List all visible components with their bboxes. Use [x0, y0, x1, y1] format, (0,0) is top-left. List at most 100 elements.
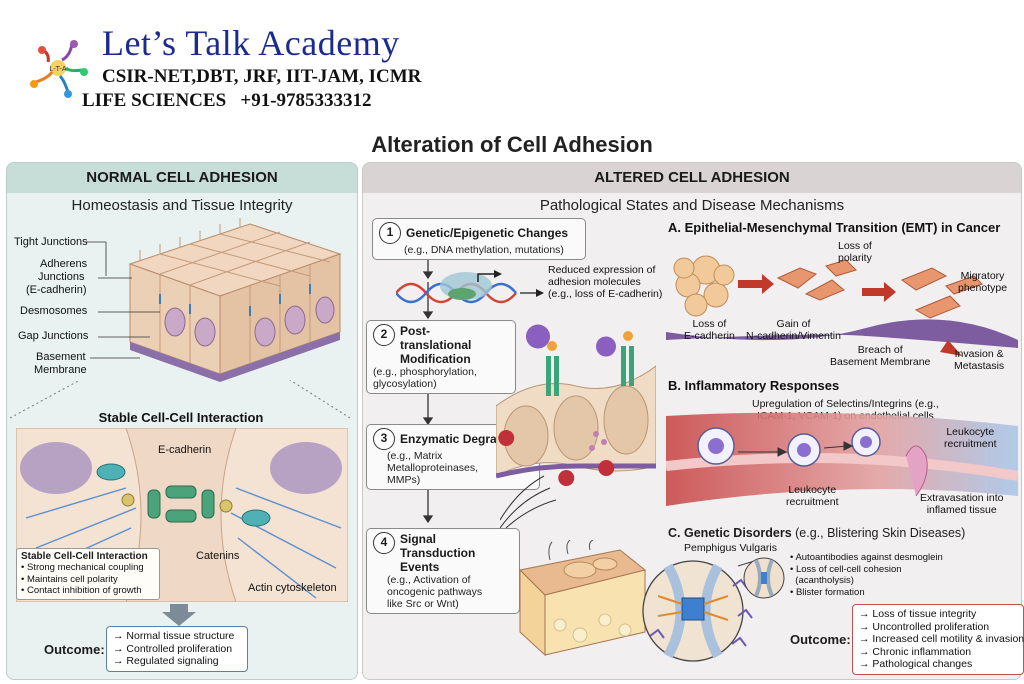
label-basement-1: Basement — [36, 351, 86, 363]
label-catenins: Catenins — [196, 550, 240, 562]
desmosome-zoom-illustration — [642, 557, 765, 662]
step-desc: glycosylation) — [373, 378, 437, 390]
step-desc: MMPs) — [387, 474, 421, 486]
emt-label-line: Migratory — [960, 270, 1005, 282]
emt-migratory: Migratory phenotype — [958, 270, 1007, 294]
step-desc: (e.g., DNA methylation, mutations) — [404, 244, 564, 256]
down-arrow-icon — [162, 604, 196, 626]
label-basement-2: Membrane — [34, 364, 87, 376]
emt-label-line: E-cadherin — [684, 330, 735, 342]
inflammation-label-line: Leukocyte — [788, 484, 837, 496]
genetic-title-bold: C. Genetic Disorders — [668, 526, 792, 540]
extravasation-label: Extravasation into inflamed tissue — [920, 492, 1003, 516]
normal-outcome-item: → Regulated signaling — [113, 655, 219, 667]
emt-invasion: Invasion & Metastasis — [954, 348, 1004, 372]
inflammation-label-line: inflamed tissue — [926, 504, 997, 516]
genetic-bullets: • Autoantibodies against desmoglein • Lo… — [790, 552, 943, 598]
phone-number: +91-9785333312 — [240, 90, 372, 111]
step-title: Genetic/Epigenetic Changes — [406, 226, 569, 240]
emt-label-line: Loss of — [838, 240, 872, 252]
emt-label-line: Invasion & — [954, 348, 1004, 360]
altered-panel-subtitle: Pathological States and Disease Mechanis… — [539, 197, 845, 214]
inflammation-label-line: recruitment — [944, 438, 997, 450]
step-desc: Metalloproteinases, — [387, 462, 479, 474]
genetic-bullet: (acantholysis) — [790, 575, 854, 586]
step-title: Post-translational Modification — [400, 324, 472, 366]
genetic-title-rest: (e.g., Blistering Skin Diseases) — [791, 526, 966, 540]
emt-label-line: Gain of — [776, 318, 811, 330]
pemphigus-label: Pemphigus Vulgaris — [684, 542, 777, 554]
pemphigus-inset-icon — [743, 557, 785, 599]
epithelial-tissue-illustration — [128, 218, 342, 382]
emt-label-line: Loss of — [692, 318, 727, 330]
stable-box-title: Stable Cell-Cell Interaction — [21, 551, 148, 562]
emt-label-line: N-cadherin/Vimentin — [746, 330, 841, 342]
altered-outcome-item: → Loss of tissue integrity — [859, 608, 977, 620]
normal-panel-title: NORMAL CELL ADHESION — [7, 163, 357, 193]
academy-name: Let’s Talk Academy — [102, 23, 400, 63]
altered-panel-title: ALTERED CELL ADHESION — [363, 163, 1021, 193]
reduced-expression-line: adhesion molecules — [548, 276, 641, 288]
label-adherens-2: Junctions — [38, 271, 85, 283]
step-desc: (e.g., Activation of — [387, 574, 471, 586]
step-title: Signal Transduction Events — [400, 532, 476, 574]
step-number: 1 — [379, 222, 401, 244]
altered-outcome-item: → Increased cell motility & invasion — [859, 633, 1024, 645]
reduced-expression-line: Reduced expression of — [548, 264, 656, 276]
step-number: 4 — [373, 532, 395, 554]
label-actin-cytoskeleton: Actin cytoskeleton — [248, 582, 337, 594]
label-leader-lines — [86, 241, 160, 359]
emt-title: A. Epithelial-Mesenchymal Transition (EM… — [668, 220, 1001, 235]
step-desc: (e.g., phosphorylation, — [373, 366, 477, 378]
emt-label-line: Breach of — [857, 344, 903, 356]
emt-label-line: Metastasis — [954, 360, 1005, 372]
zoom-guide-lines — [10, 380, 351, 419]
emt-gain-ncadherin: Gain of N-cadherin/Vimentin — [746, 318, 841, 342]
membrane-modification-illustration — [496, 324, 656, 486]
stable-box-item: • Strong mechanical coupling — [21, 562, 144, 573]
inflammation-label-line: Upregulation of Selectins/Integrins (e.g… — [752, 398, 939, 410]
genetic-bullet: • Loss of cell-cell cohesion — [790, 563, 902, 575]
academy-logo: L-T-A — [20, 30, 96, 106]
reduced-expression-line: (e.g., loss of E-cadherin) — [548, 288, 663, 300]
inflammation-label-line: recruitment — [786, 496, 839, 508]
normal-panel-subtitle: Homeostasis and Tissue Integrity — [71, 197, 293, 214]
normal-outcome-label: Outcome: — [44, 642, 105, 657]
inflammation-title: B. Inflammatory Responses — [668, 378, 840, 393]
altered-outcome-box: → Loss of tissue integrity → Uncontrolle… — [852, 604, 1024, 675]
signal-arrows — [500, 475, 557, 529]
genetic-disorders-title: C. Genetic Disorders (e.g., Blistering S… — [668, 526, 965, 540]
reduced-expression-note: Reduced expression of adhesion molecules… — [548, 264, 662, 300]
subject-line: LIFE SCIENCES +91-9785333312 — [82, 90, 372, 112]
step-desc: like Src or Wnt) — [387, 598, 459, 610]
inflammation-label-line: Leukocyte — [946, 426, 995, 438]
altered-outcome-item: → Chronic inflammation — [859, 645, 972, 658]
emt-label-line: phenotype — [958, 282, 1008, 294]
exams-line: CSIR-NET,DBT, JRF, IIT-JAM, ICMR — [102, 66, 422, 87]
label-gap-junctions: Gap Junctions — [18, 330, 89, 342]
normal-outcome-item: → Normal tissue structure — [113, 630, 235, 642]
label-adherens-3: (E-cadherin) — [26, 284, 87, 296]
step-2-box: 2 Post-translational Modification (e.g.,… — [366, 320, 516, 394]
label-adherens-1: Adherens — [40, 258, 88, 270]
stable-interaction-title: Stable Cell-Cell Interaction — [98, 410, 264, 425]
step-desc: oncogenic pathways — [387, 586, 483, 598]
emt-illustration — [666, 255, 1018, 356]
emt-loss-ecadherin: Loss of E-cadherin — [684, 318, 735, 342]
subject: LIFE SCIENCES — [82, 90, 227, 111]
page-title: Alteration of Cell Adhesion — [371, 132, 653, 157]
emt-breach: Breach of Basement Membrane — [830, 344, 930, 368]
stable-box-item: • Contact inhibition of growth — [21, 585, 142, 596]
leukocyte-recruitment-right: Leukocyte recruitment — [944, 426, 997, 450]
inflammation-label-line: Extravasation into — [920, 492, 1004, 504]
step-1-box: 1 Genetic/Epigenetic Changes (e.g., DNA … — [372, 218, 586, 260]
genetic-bullet: • Autoantibodies against desmoglein — [790, 552, 943, 563]
stable-interaction-box: Stable Cell-Cell Interaction • Strong me… — [16, 548, 160, 600]
leukocyte-recruitment-bottom: Leukocyte recruitment — [786, 484, 839, 508]
step-number: 2 — [373, 324, 395, 346]
emt-label-line: polarity — [838, 252, 872, 264]
altered-outcome-label: Outcome: — [790, 632, 851, 647]
altered-outcome-item: → Pathological changes — [859, 658, 973, 670]
stable-box-item: • Maintains cell polarity — [21, 573, 118, 585]
step-number: 3 — [373, 428, 395, 450]
